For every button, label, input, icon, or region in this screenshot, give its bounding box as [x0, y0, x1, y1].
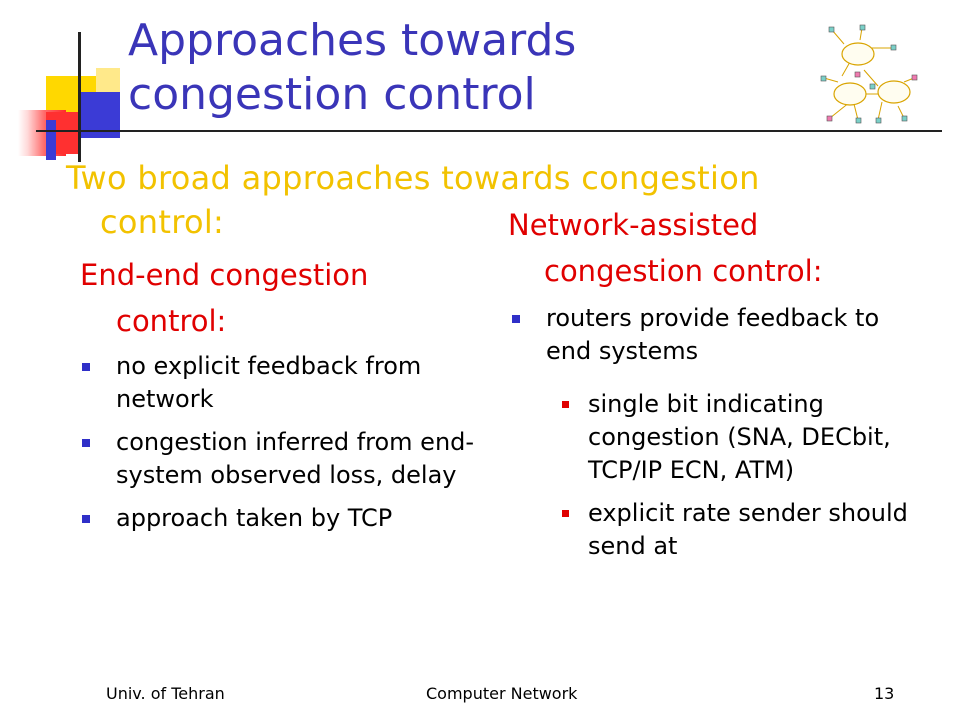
list-item: routers provide feedback to end systems	[512, 302, 916, 368]
list-item: single bit indicating congestion (SNA, D…	[562, 388, 918, 487]
sub-bullet-square-icon	[562, 510, 569, 517]
list-item: congestion inferred from end-system obse…	[82, 426, 506, 492]
bullet-text: congestion inferred from end-system obse…	[116, 428, 475, 489]
end-end-heading-line-2: control:	[116, 304, 227, 338]
network-assisted-sub-bullet-list: single bit indicating congestion (SNA, D…	[562, 388, 918, 573]
sub-bullet-text: single bit indicating congestion (SNA, D…	[588, 390, 891, 484]
end-end-heading: End-end congestion control:	[80, 252, 460, 344]
bullet-text: no explicit feedback from network	[116, 352, 422, 413]
decor-pale-square	[96, 68, 120, 92]
end-end-bullet-list: no explicit feedback from network conges…	[82, 350, 506, 545]
decor-blue-strip	[46, 120, 56, 160]
network-assisted-heading-line-1: Network-assisted	[508, 208, 759, 242]
footer-university: Univ. of Tehran	[106, 684, 225, 703]
network-assisted-heading-line-2: congestion control:	[544, 254, 823, 288]
network-clouds-icon	[820, 24, 918, 124]
intro-text: Two broad approaches towards congestion …	[66, 156, 826, 244]
sub-bullet-square-icon	[562, 401, 569, 408]
bullet-square-icon	[82, 515, 90, 523]
intro-line-2: control:	[100, 203, 225, 241]
list-item: explicit rate sender should send at	[562, 497, 918, 563]
footer-course: Computer Network	[426, 684, 578, 703]
slide-title: Approaches towards congestion control	[128, 15, 577, 120]
bullet-text: routers provide feedback to end systems	[546, 304, 880, 365]
bullet-square-icon	[512, 315, 520, 323]
end-end-heading-line-1: End-end congestion	[80, 258, 369, 292]
decor-vertical-line	[78, 32, 81, 162]
page-number: 13	[874, 684, 895, 703]
network-assisted-heading: Network-assisted congestion control:	[508, 202, 928, 294]
bullet-text: approach taken by TCP	[116, 504, 393, 532]
intro-line-1: Two broad approaches towards congestion	[66, 159, 760, 197]
list-item: approach taken by TCP	[82, 502, 506, 535]
bullet-square-icon	[82, 439, 90, 447]
list-item: no explicit feedback from network	[82, 350, 506, 416]
sub-bullet-text: explicit rate sender should send at	[588, 499, 908, 560]
network-assisted-bullet-list: routers provide feedback to end systems	[512, 302, 916, 378]
bullet-square-icon	[82, 363, 90, 371]
title-divider-line	[36, 130, 942, 132]
